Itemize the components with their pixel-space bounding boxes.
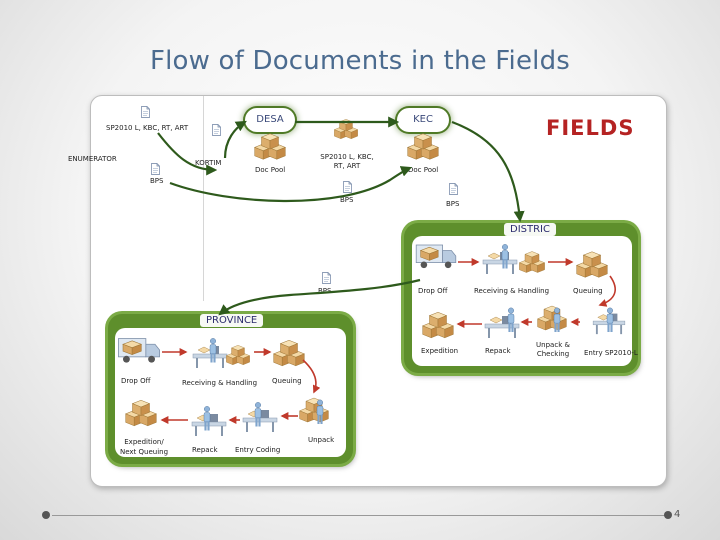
person-icon xyxy=(505,306,517,334)
slide-title: Flow of Documents in the Fields xyxy=(149,46,571,76)
boxes-icon xyxy=(421,310,455,340)
distric-queuing-label: Queuing xyxy=(573,287,603,295)
label-enumerator: ENUMERATOR xyxy=(68,155,117,163)
label-top-docs: SP2010 L, KBC, RT, ART xyxy=(106,124,189,132)
document-icon xyxy=(343,181,352,193)
distric-title: DISTRIC xyxy=(504,223,556,236)
province-queuing-label: Queuing xyxy=(272,377,302,385)
truck-icon xyxy=(116,334,162,366)
person-icon xyxy=(252,401,264,428)
distric-unpack-label: Unpack & Checking xyxy=(536,341,570,358)
boxes-icon xyxy=(124,398,158,428)
label-kec-docs: SP2010 L, KBC, RT, ART xyxy=(320,153,374,170)
kec-node: KEC xyxy=(397,108,449,132)
truck-icon xyxy=(414,240,458,272)
desa-node: DESA xyxy=(245,108,295,132)
label-kec-pool: Doc Pool xyxy=(408,166,439,174)
boxes-icon xyxy=(333,118,359,140)
fields-label: FIELDS xyxy=(546,116,635,140)
boxes-icon xyxy=(272,338,306,368)
label-desa-pool: Doc Pool xyxy=(255,166,286,174)
document-icon xyxy=(449,183,458,195)
boxes-icon xyxy=(575,250,609,279)
document-icon xyxy=(141,106,150,118)
page-number: 4 xyxy=(674,509,681,520)
label-kortim: KORTIM xyxy=(195,159,222,167)
person-icon xyxy=(551,306,563,334)
distric-repack-label: Repack xyxy=(485,347,511,355)
boxes-icon xyxy=(518,250,546,274)
province-receiving-label: Receiving & Handling xyxy=(182,379,258,387)
footer-rule xyxy=(52,515,666,516)
person-icon xyxy=(201,405,213,432)
label-bps-3: BPS xyxy=(446,200,460,208)
document-icon xyxy=(322,272,331,284)
person-icon xyxy=(604,307,616,333)
person-icon xyxy=(314,398,326,426)
province-repack-label: Repack xyxy=(192,446,218,454)
footer-bullet-right xyxy=(664,511,672,519)
province-expedition-label: Expedition/ Next Queuing xyxy=(119,438,169,456)
document-icon xyxy=(212,124,221,136)
distric-expedition-label: Expedition xyxy=(421,347,459,355)
province-entry-label: Entry Coding xyxy=(235,446,281,454)
distric-receiving-label: Receiving & Handling xyxy=(474,287,550,295)
province-title: PROVINCE xyxy=(200,314,264,327)
document-icon xyxy=(151,163,160,175)
distric-drop-off-label: Drop Off xyxy=(418,287,448,295)
person-icon xyxy=(499,243,511,270)
province-drop-off-label: Drop Off xyxy=(121,377,151,385)
label-bps-2: BPS xyxy=(340,196,354,204)
boxes-icon xyxy=(225,344,251,366)
footer-bullet-left xyxy=(42,511,50,519)
label-bps-1: BPS xyxy=(150,177,164,185)
boxes-icon xyxy=(253,132,287,161)
person-icon xyxy=(207,337,219,364)
boxes-icon xyxy=(406,132,440,161)
province-unpack-label: Unpack xyxy=(308,436,335,444)
label-bps-4: BPS xyxy=(318,287,332,295)
divider-line xyxy=(203,96,204,301)
distric-entry-label: Entry SP2010-L xyxy=(584,349,638,357)
